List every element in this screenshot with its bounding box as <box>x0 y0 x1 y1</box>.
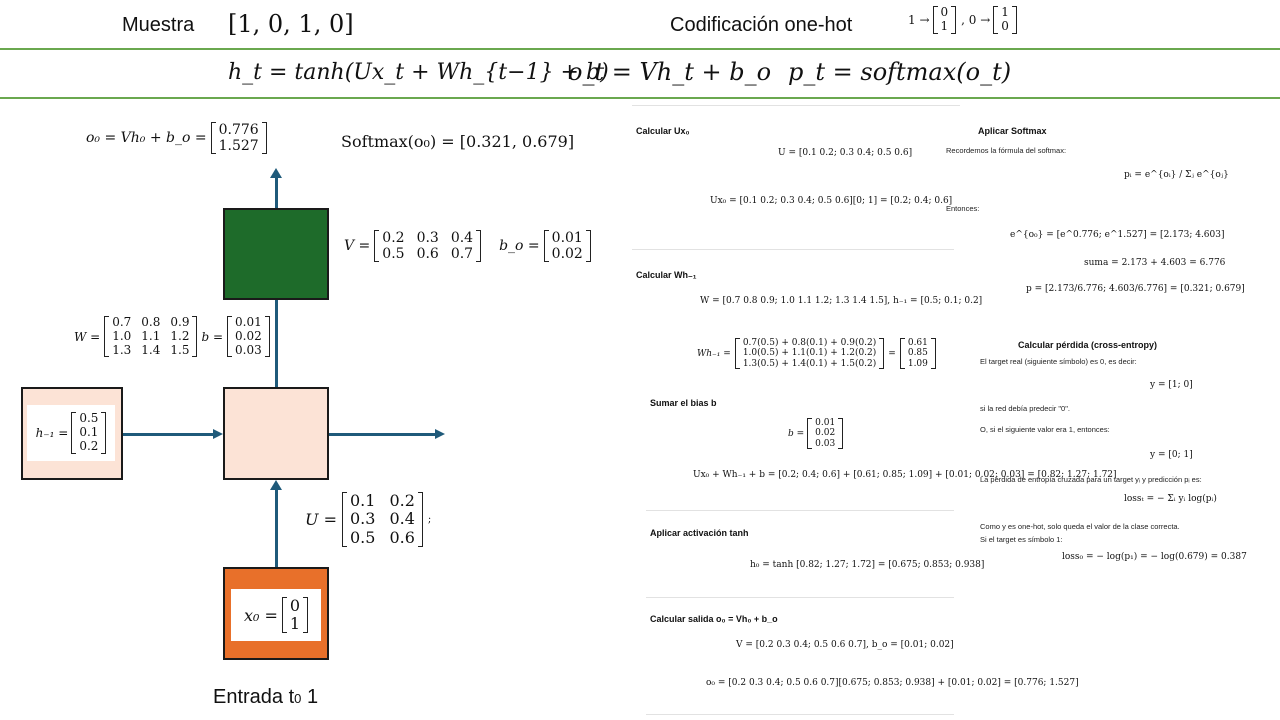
step2-title: Calcular Wh₋₁ <box>636 270 697 280</box>
loss-text3: O, si el siguiente valor era 1, entonces… <box>980 425 1110 434</box>
arrow-hidden-next <box>329 433 437 436</box>
step5-V: V = [0.2 0.3 0.4; 0.5 0.6 0.7], b_o = [0… <box>736 640 954 650</box>
loss-formula: lossₜ = − Σᵢ yᵢ log(pᵢ) <box>1124 494 1217 504</box>
softmax-exp: e^{o₀} = [e^0.776; e^1.527] = [2.173; 4.… <box>1010 230 1225 240</box>
equation-ot: o_t = Vh_t + b_o <box>568 58 772 86</box>
equation-pt: p_t = softmax(o_t) <box>788 58 1012 86</box>
step5-title: Calcular salida o₀ = Vh₀ + b_o <box>650 614 778 624</box>
b-label: b = <box>201 329 224 344</box>
loss-y1: y = [0; 1] <box>1150 450 1193 460</box>
loss-final: loss₀ = − log(p₁) = − log(0.679) = 0.387 <box>1062 552 1247 562</box>
loss-text6: Si el target es símbolo 1: <box>980 535 1063 544</box>
output-eq-prefix: o₀ = Vh₀ + b_o = <box>86 130 207 147</box>
panel-divider-1 <box>632 249 954 250</box>
step3-title: Sumar el bias b <box>650 398 717 408</box>
loss-title: Calcular pérdida (cross-entropy) <box>1018 340 1158 350</box>
header-rule <box>0 48 1280 50</box>
encoding-label: Codificación one-hot <box>670 14 853 36</box>
hidden-box <box>223 387 329 480</box>
arrow-head-right-next <box>435 429 445 439</box>
loss-text1: El target real (siguiente símbolo) es 0,… <box>980 357 1137 366</box>
panel-divider-top <box>632 105 960 106</box>
step5-o0: o₀ = [0.2 0.3 0.4; 0.5 0.6 0.7][0.675; 0… <box>706 678 1079 688</box>
step2-product: Wh₋₁ = 0.7(0.5) + 0.8(0.1) + 0.9(0.2)1.0… <box>697 338 936 370</box>
panel-divider-4 <box>646 714 954 715</box>
step3-sum: Ux₀ + Wh₋₁ + b = [0.2; 0.4; 0.6] + [0.61… <box>693 470 1117 480</box>
softmax-formula: pᵢ = e^{oᵢ} / Σⱼ e^{oⱼ} <box>1124 170 1229 180</box>
loss-text5: Como y es one-hot, solo queda el valor d… <box>980 522 1180 531</box>
input-caption: Entrada t0 1 <box>213 686 319 708</box>
softmax-text2: Entonces: <box>946 204 980 213</box>
softmax-text1: Recordemos la fórmula del softmax: <box>946 146 1067 155</box>
arrow-head-up-hidden <box>270 480 282 490</box>
arrow-hidden-to-output <box>275 300 278 388</box>
softmax-p: p = [2.173/6.776; 4.603/6.776] = [0.321;… <box>1026 284 1245 294</box>
equations-rule <box>0 97 1280 99</box>
one-map-prefix: 1 → <box>908 12 930 27</box>
sample-value: [1, 0, 1, 0] <box>228 10 354 38</box>
step4-tanh: h₀ = tanh [0.82; 1.27; 1.72] = [0.675; 0… <box>750 560 985 570</box>
step1-U: U = [0.1 0.2; 0.3 0.4; 0.5 0.6] <box>778 148 913 158</box>
softmax-result: Softmax(o₀) = [0.321, 0.679] <box>341 132 575 151</box>
arrow-input-to-hidden <box>275 488 278 568</box>
step2-rows-matrix: 0.7(0.5) + 0.8(0.1) + 0.9(0.2)1.0(0.5) +… <box>734 338 885 370</box>
panel-divider-2 <box>646 510 954 511</box>
bo-label: b_o = <box>499 238 540 255</box>
loss-text2: si la red debía predecir "0". <box>980 404 1070 413</box>
output-box <box>223 208 329 300</box>
arrow-to-output <box>275 176 278 210</box>
sample-label: Muestra <box>122 14 195 36</box>
arrow-hprev-to-hidden <box>123 433 215 436</box>
equation-ht: h_t = tanh(Ux_t + Wh_{t−1} + b) <box>228 60 609 85</box>
loss-y0: y = [1; 0] <box>1150 380 1193 390</box>
step4-title: Aplicar activación tanh <box>650 528 749 538</box>
loss-text4: La pérdida de entropía cruzada para un t… <box>980 475 1202 484</box>
softmax-sum: suma = 2.173 + 4.603 = 6.776 <box>1084 258 1226 268</box>
softmax-title: Aplicar Softmax <box>978 126 1047 136</box>
arrow-head-right-hidden <box>213 429 223 439</box>
zero-map-prefix: , 0 → <box>961 12 991 27</box>
panel-divider-3 <box>646 597 954 598</box>
arrow-head-up-output <box>270 168 282 178</box>
step1-title: Calcular Ux₀ <box>636 126 690 136</box>
step2-W: W = [0.7 0.8 0.9; 1.0 1.1 1.2; 1.3 1.4 1… <box>700 296 983 306</box>
step1-Ux0: Ux₀ = [0.1 0.2; 0.3 0.4; 0.5 0.6][0; 1] … <box>710 196 953 206</box>
